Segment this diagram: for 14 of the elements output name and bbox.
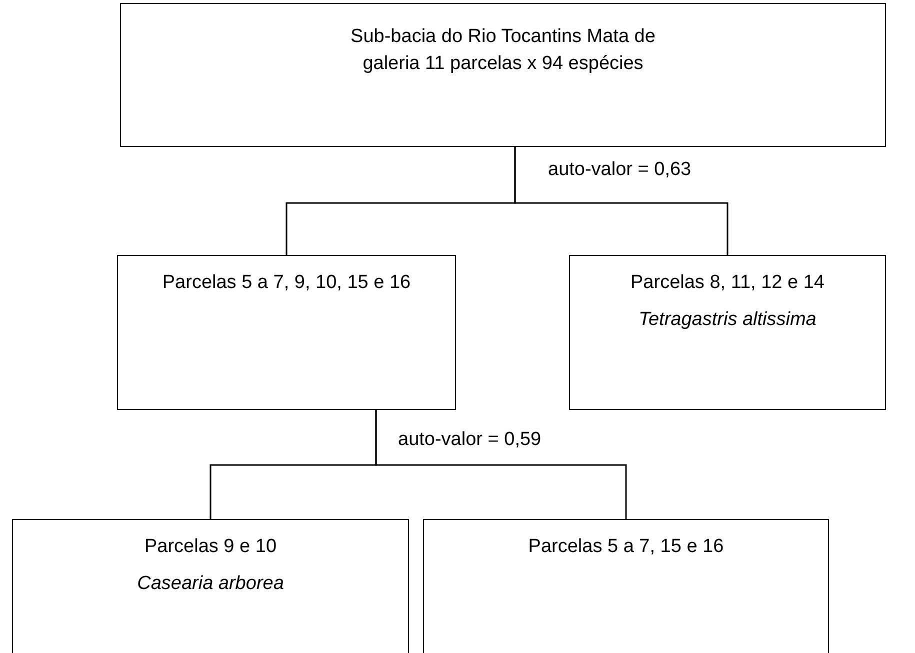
species-name: Tetragastris altissima	[638, 308, 818, 332]
node-box	[12, 519, 409, 653]
node-box	[117, 255, 456, 410]
node-box	[120, 3, 886, 147]
species-name: Casearia arborea	[136, 572, 285, 596]
node-title: Parcelas 5 a 7, 9, 10, 15 e 16	[161, 271, 412, 295]
node-title: Sub-bacia do Rio Tocantins Mata de galeria 11 parcelas x 94 espécies	[350, 25, 656, 76]
node-box	[423, 519, 829, 653]
node-title: Parcelas 5 a 7, 15 e 16	[527, 535, 725, 559]
connector-line	[514, 147, 728, 255]
node-title: Parcelas 9 e 10	[143, 535, 278, 559]
node-title: Parcelas 8, 11, 12 e 14	[630, 271, 826, 295]
connector-line	[375, 410, 627, 519]
node-box	[569, 255, 886, 410]
